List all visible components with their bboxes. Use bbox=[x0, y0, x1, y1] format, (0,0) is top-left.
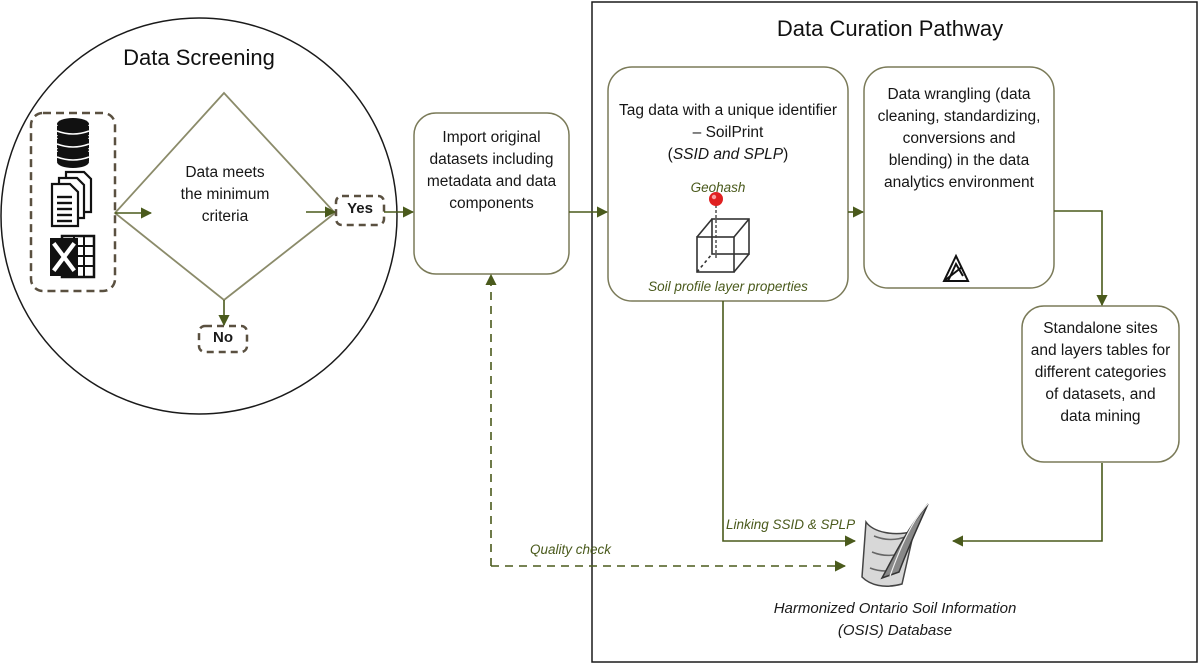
yes-label: Yes bbox=[347, 200, 373, 217]
analytics-logo-icon bbox=[942, 253, 970, 282]
soil-profile-label: Soil profile layer properties bbox=[648, 279, 808, 294]
import-box-text: Import original datasets including metad… bbox=[426, 129, 557, 212]
no-label: No bbox=[213, 329, 233, 346]
wrangling-box-border bbox=[863, 66, 1055, 289]
curation-title: Data Curation Pathway bbox=[776, 16, 1004, 41]
screening-title: Data Screening bbox=[123, 45, 275, 70]
tag-box-border bbox=[607, 66, 849, 302]
tag-paren-open: ( bbox=[667, 146, 673, 163]
linking-label: Linking SSID & SPLP bbox=[726, 517, 856, 532]
document-stack-icon bbox=[50, 170, 93, 228]
database-icon bbox=[56, 118, 90, 168]
database-caption-line1: Harmonized Ontario Soil Information bbox=[773, 600, 1017, 617]
cube-icon bbox=[696, 218, 750, 273]
location-pin-icon bbox=[709, 192, 723, 260]
decision-text: Data meets the minimum criteria bbox=[180, 164, 270, 225]
wrangling-box-text: Data wrangling (data cleaning, standardi… bbox=[877, 86, 1041, 191]
excel-icon bbox=[50, 234, 96, 279]
database-caption: Harmonized Ontario Soil Information (OSI… bbox=[720, 598, 1070, 642]
tag-line1: Tag data with a unique identifier – Soil… bbox=[618, 102, 837, 141]
curation-frame bbox=[591, 1, 1198, 663]
tag-paren-close: ) bbox=[783, 146, 789, 163]
tag-box-text: Tag data with a unique identifier – Soil… bbox=[618, 100, 838, 166]
database-caption-line2: (OSIS) Database bbox=[837, 622, 953, 639]
geohash-label: Geohash bbox=[690, 180, 746, 195]
tag-ids-italic: SSID and SPLP bbox=[672, 146, 784, 163]
screening-circle bbox=[0, 17, 398, 415]
file-icons-box bbox=[29, 111, 117, 293]
quality-check-label: Quality check bbox=[530, 542, 612, 557]
standalone-box-text: Standalone sites and layers tables for d… bbox=[1030, 320, 1171, 425]
osis-logo-icon bbox=[861, 503, 929, 587]
